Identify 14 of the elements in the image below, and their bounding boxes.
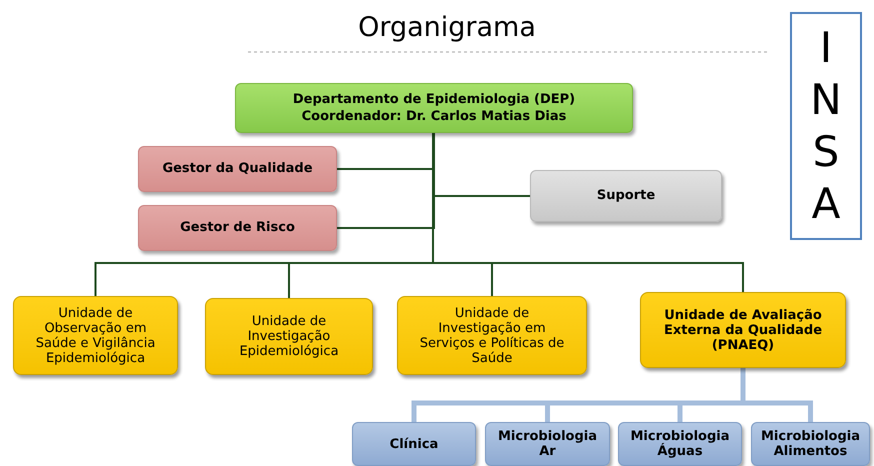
manager-box: Gestor da Qualidade — [138, 146, 337, 192]
title: Organigrama — [357, 11, 537, 45]
lab-box: Clínica — [352, 422, 476, 466]
unit-box: Unidade de Observação em Saúde e Vigilância Epidemiológica — [13, 296, 178, 375]
department-box: Departamento de Epidemiologia (DEP) Coordenador: Dr. Carlos Matias Dias — [235, 83, 633, 133]
unit-box: Unidade de Investigação Epidemiológica — [205, 298, 373, 375]
lab-box: Microbiologia Alimentos — [751, 422, 870, 466]
lab-box: Microbiologia Ar — [485, 422, 610, 466]
manager-box: Gestor de Risco — [138, 205, 337, 251]
unit-box: Unidade de Investigação em Serviços e Políticas de Saúde — [397, 296, 587, 375]
institute-box: INSA — [790, 12, 862, 240]
unit-box: Unidade de Avaliação Externa da Qualidade (PNAEQ) — [640, 292, 846, 368]
support-box: Suporte — [530, 170, 722, 222]
lab-box: Microbiologia Águas — [618, 422, 742, 466]
